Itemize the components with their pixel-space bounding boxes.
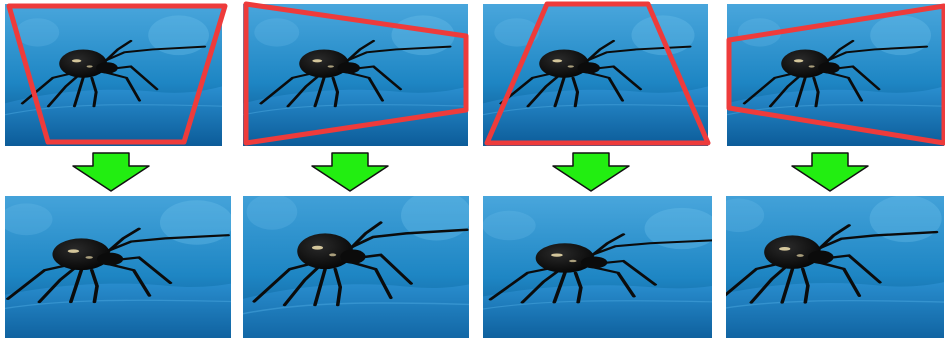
bottom-row (0, 176, 945, 342)
warped-image-3 (469, 196, 735, 342)
arrows-row (73, 153, 868, 191)
warped-image-4 (700, 182, 945, 342)
source-image-4 (727, 4, 944, 146)
source-image-2 (243, 4, 468, 146)
down-arrow-icon-2 (312, 153, 388, 191)
top-row (5, 4, 944, 146)
source-image-1 (5, 4, 225, 146)
source-image-3 (483, 4, 708, 146)
warped-image-2 (234, 176, 487, 342)
down-arrow-icon-1 (73, 153, 149, 191)
warped-image-1 (0, 187, 249, 342)
down-arrow-icon-3 (553, 153, 629, 191)
down-arrow-icon-4 (792, 153, 868, 191)
